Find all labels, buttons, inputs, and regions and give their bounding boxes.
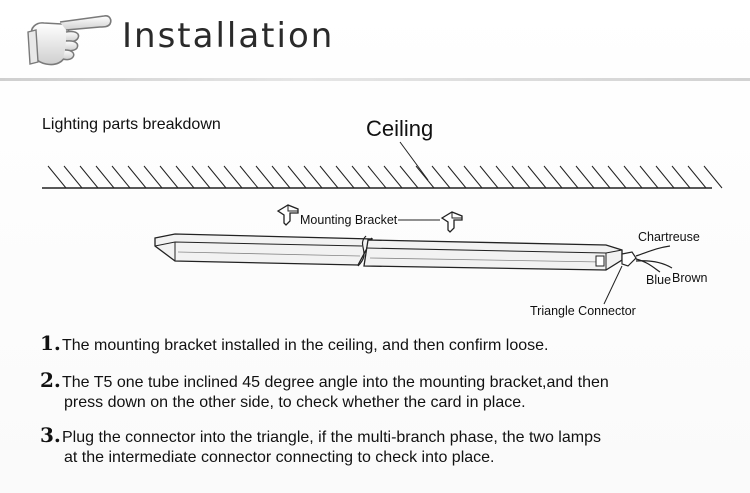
chartreuse-label: Chartreuse: [638, 230, 700, 244]
hatch-mark: [271, 165, 291, 189]
hatch-mark: [655, 165, 675, 189]
hatch-mark: [591, 165, 611, 189]
hatch-mark: [511, 165, 531, 189]
step-text: Plug the connector into the triangle, if…: [62, 429, 601, 446]
hatch-mark: [447, 165, 467, 189]
title-divider: [0, 78, 750, 81]
hatch-mark: [479, 165, 499, 189]
step-text: The mounting bracket installed in the ce…: [62, 337, 549, 354]
hatch-mark: [399, 165, 419, 189]
hatch-mark: [79, 165, 99, 189]
step-number: 2.: [40, 368, 61, 392]
hatch-mark: [207, 165, 227, 189]
triangle-connector-label: Triangle Connector: [530, 304, 636, 318]
step-text-continued: press down on the other side, to check w…: [64, 394, 526, 411]
hatch-mark: [191, 165, 211, 189]
hatch-mark: [559, 165, 579, 189]
hatch-mark: [623, 165, 643, 189]
hatch-mark: [383, 165, 403, 189]
hatch-mark: [159, 165, 179, 189]
hatch-mark: [63, 165, 83, 189]
ceiling-leader-line: [399, 141, 429, 181]
hatch-mark: [255, 165, 275, 189]
step-text-continued: at the intermediate connector connecting…: [64, 449, 495, 466]
mounting-bracket-left-icon: [276, 204, 299, 226]
hatch-mark: [703, 165, 723, 189]
hatch-mark: [47, 165, 67, 189]
hatch-mark: [543, 165, 563, 189]
diagram-subtitle: Lighting parts breakdown: [42, 116, 221, 133]
hatch-mark: [415, 165, 435, 189]
mounting-bracket-label: Mounting Bracket: [300, 213, 398, 227]
mounting-bracket-right-icon: [440, 211, 463, 233]
hatch-mark: [95, 165, 115, 189]
step-number: 3.: [40, 423, 61, 447]
hatch-mark: [223, 165, 243, 189]
instruction-step-2: 2.The T5 one tube inclined 45 degree ang…: [40, 370, 720, 413]
hatch-mark: [495, 165, 515, 189]
hatch-mark: [127, 165, 147, 189]
instruction-step-3: 3.Plug the connector into the triangle, …: [40, 425, 720, 468]
pointing-hand-icon: [27, 15, 112, 66]
blue-label: Blue: [646, 273, 671, 287]
wire-chartreuse: [635, 245, 671, 257]
hatch-mark: [687, 165, 707, 189]
hatch-mark: [287, 165, 307, 189]
hatch-mark: [111, 165, 131, 189]
hatch-mark: [175, 165, 195, 189]
hatch-mark: [575, 165, 595, 189]
brown-label: Brown: [672, 271, 707, 285]
hatch-mark: [639, 165, 659, 189]
wire-blue: [635, 258, 661, 273]
ceiling-label: Ceiling: [366, 116, 433, 141]
lamp-tube-left: [154, 233, 374, 266]
hatch-mark: [671, 165, 691, 189]
hatch-mark: [351, 165, 371, 189]
wire-brown: [635, 260, 673, 269]
installation-diagram: Ceiling Mounting Bracket: [42, 116, 723, 318]
hatch-mark: [319, 165, 339, 189]
hatch-mark: [367, 165, 387, 189]
instruction-step-1: 1.The mounting bracket installed in the …: [40, 333, 720, 356]
triangle-connector-icon: [621, 251, 637, 267]
triangle-connector-leader-line: [603, 265, 623, 305]
lamp-tube-right: [363, 239, 623, 271]
step-number: 1.: [40, 331, 61, 355]
hatch-mark: [607, 165, 627, 189]
hatch-mark: [527, 165, 547, 189]
hatch-mark: [143, 165, 163, 189]
step-text: The T5 one tube inclined 45 degree angle…: [62, 374, 609, 391]
page-title: Installation: [122, 16, 335, 56]
ceiling-hatching: [47, 165, 723, 189]
hatch-mark: [431, 165, 451, 189]
hatch-mark: [335, 165, 355, 189]
hatch-mark: [239, 165, 259, 189]
hatch-mark: [463, 165, 483, 189]
hatch-mark: [303, 165, 323, 189]
